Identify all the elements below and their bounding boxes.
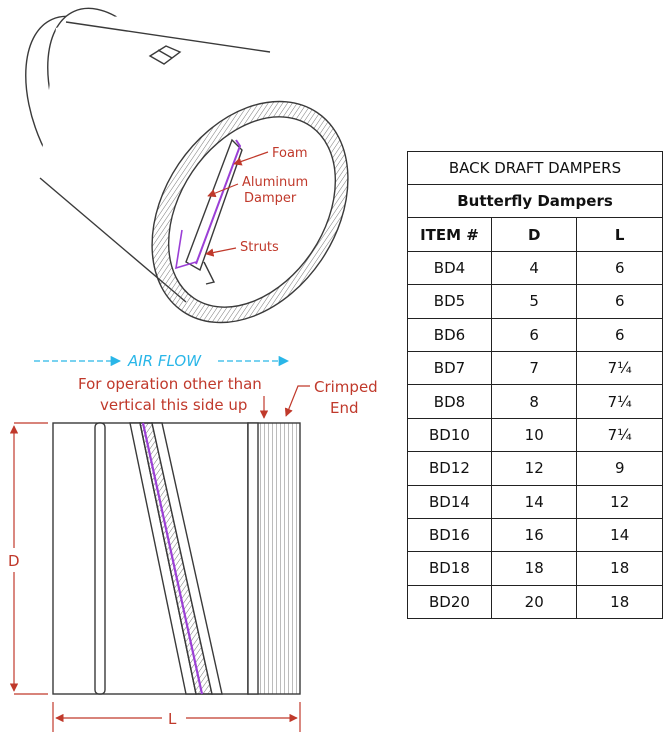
l-cell: 14: [576, 517, 663, 553]
l-cell: 7¼: [576, 417, 663, 453]
d-cell: 18: [490, 551, 578, 586]
foam-label: Foam: [272, 146, 308, 161]
l-cell: 9: [576, 451, 663, 486]
dimension-l: [52, 702, 301, 732]
item-cell: BD12: [407, 451, 492, 486]
item-cell: BD6: [407, 317, 492, 352]
operation-note-line2: vertical this side up: [100, 396, 247, 414]
operation-note-line1: For operation other than: [78, 375, 262, 393]
col-header-item: ITEM #: [407, 217, 492, 252]
item-cell: BD20: [407, 584, 492, 620]
item-cell: BD8: [407, 384, 492, 419]
l-cell: 18: [576, 584, 663, 620]
damper-label: Damper: [244, 191, 297, 206]
l-cell: 6: [576, 284, 663, 319]
d-cell: 14: [490, 484, 578, 519]
item-cell: BD7: [407, 350, 492, 386]
l-cell: 6: [576, 250, 663, 286]
table-header-row: ITEM # D L: [407, 217, 663, 252]
table-subtitle-row: Butterfly Dampers: [407, 183, 663, 219]
crimped-arrow: [284, 385, 310, 417]
dimension-l-label: L: [168, 710, 177, 728]
l-cell: 12: [576, 484, 663, 519]
l-cell: 7¼: [576, 350, 663, 386]
spec-table: BACK DRAFT DAMPERS Butterfly Dampers ITE…: [407, 151, 663, 620]
item-cell: BD14: [407, 484, 492, 519]
side-view-damper: [52, 422, 301, 695]
aluminum-label: Aluminum: [242, 175, 308, 190]
l-cell: 7¼: [576, 384, 663, 419]
end-label: End: [330, 399, 359, 417]
dimension-d-label: D: [8, 552, 20, 570]
d-cell: 12: [490, 451, 578, 486]
col-header-d: D: [490, 217, 578, 252]
col-header-l: L: [576, 217, 663, 252]
d-cell: 10: [490, 417, 578, 453]
isometric-damper: [25, 7, 349, 324]
item-cell: BD5: [407, 284, 492, 319]
d-cell: 8: [490, 384, 578, 419]
struts-label: Struts: [240, 240, 279, 255]
l-cell: 18: [576, 551, 663, 586]
d-cell: 5: [490, 284, 578, 319]
l-cell: 6: [576, 317, 663, 352]
d-cell: 20: [490, 584, 578, 620]
table-title: BACK DRAFT DAMPERS: [407, 151, 663, 185]
d-cell: 16: [490, 517, 578, 553]
d-cell: 7: [490, 350, 578, 386]
item-cell: BD10: [407, 417, 492, 453]
table-title-row: BACK DRAFT DAMPERS: [407, 151, 663, 185]
air-flow-label: AIR FLOW: [127, 352, 202, 370]
item-cell: BD4: [407, 250, 492, 286]
crimped-label: Crimped: [314, 378, 378, 396]
table-subtitle: Butterfly Dampers: [407, 183, 663, 219]
item-cell: BD18: [407, 551, 492, 586]
item-cell: BD16: [407, 517, 492, 553]
d-cell: 6: [490, 317, 578, 352]
iso-annotations: [205, 151, 269, 257]
dimension-d: [9, 422, 48, 695]
d-cell: 4: [490, 250, 578, 286]
